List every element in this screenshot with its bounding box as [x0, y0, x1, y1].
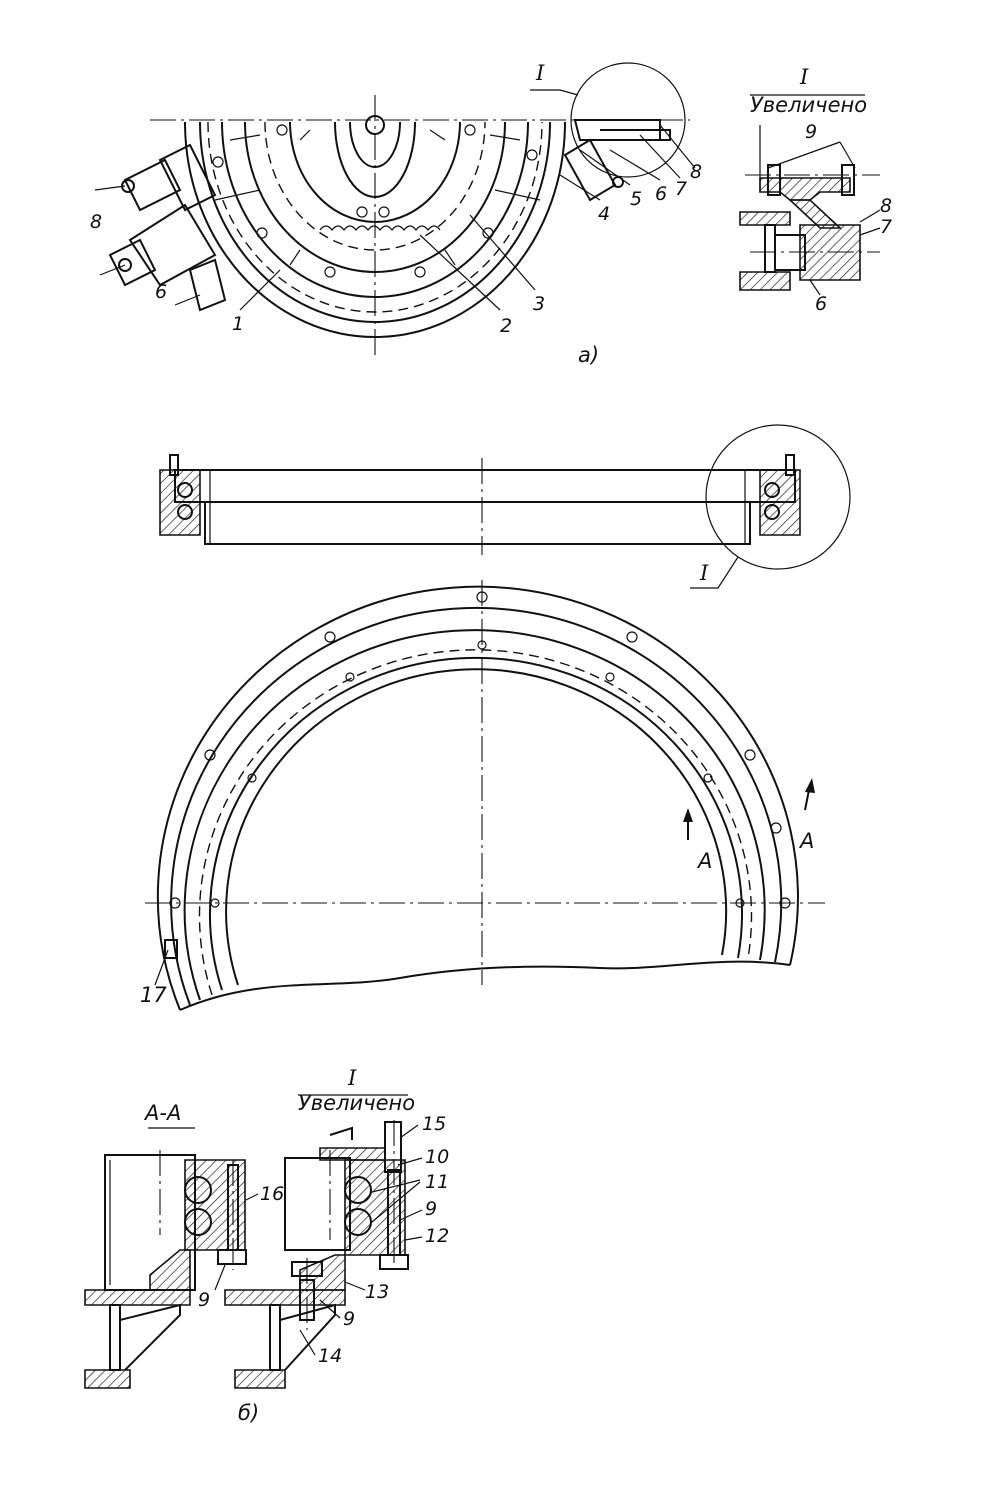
section-mark-a-right: А: [798, 829, 814, 853]
figure-a-part-8-right: 8: [690, 161, 702, 183]
figure-a-part-4: 4: [598, 203, 610, 225]
figure-a-part-7: 7: [675, 178, 687, 200]
section-mark-a-left: А: [696, 849, 712, 873]
figure-a-part-6-left: 6: [155, 281, 167, 303]
figure-a-part-5: 5: [630, 188, 642, 210]
detail-b-part-14: 14: [318, 1345, 342, 1367]
detail-b-part-11: 11: [425, 1171, 449, 1193]
figure-a-caption: а): [578, 343, 599, 367]
detail-a-subtitle: Увеличено: [750, 93, 867, 117]
detail-b-title: I: [347, 1066, 357, 1090]
detail-a-part-9: 9: [805, 121, 817, 143]
detail-a-part-6: 6: [815, 293, 827, 315]
detail-b-part-10: 10: [425, 1146, 449, 1168]
figure-a-part-2: 2: [500, 315, 512, 337]
detail-b-drawing: [224, 1094, 423, 1389]
detail-a-part-8: 8: [880, 195, 892, 217]
figure-a-part-8-left: 8: [90, 211, 102, 233]
figure-b-side-view: [159, 424, 851, 589]
figure-b-plan-view: [145, 580, 825, 1011]
figure-a-drawing: [94, 62, 696, 355]
detail-b-subtitle: Увеличено: [298, 1091, 415, 1115]
detail-b-part-13: 13: [365, 1281, 389, 1303]
figure-a-callout-label: I: [535, 61, 545, 85]
figure-b-callout-label: I: [699, 561, 709, 585]
section-aa-drawing: [84, 1127, 259, 1389]
detail-a-drawing: [739, 94, 881, 296]
detail-b-part-15: 15: [422, 1113, 446, 1135]
figure-a-part-6-right: 6: [655, 183, 667, 205]
detail-a-part-7: 7: [880, 216, 892, 238]
section-aa-part-9: 9: [198, 1289, 210, 1311]
section-aa-part-16: 16: [260, 1183, 284, 1205]
detail-b-part-12: 12: [425, 1225, 449, 1247]
section-aa-title: А-А: [143, 1101, 181, 1125]
figure-a-part-3: 3: [533, 293, 545, 315]
detail-b-caption: б): [238, 1401, 259, 1425]
detail-b-part-9-upper: 9: [425, 1198, 437, 1220]
detail-b-part-9-lower: 9: [343, 1308, 355, 1330]
figure-a-part-1: 1: [232, 313, 244, 335]
figure-b-part-17: 17: [140, 983, 167, 1007]
detail-a-title: I: [799, 65, 809, 89]
